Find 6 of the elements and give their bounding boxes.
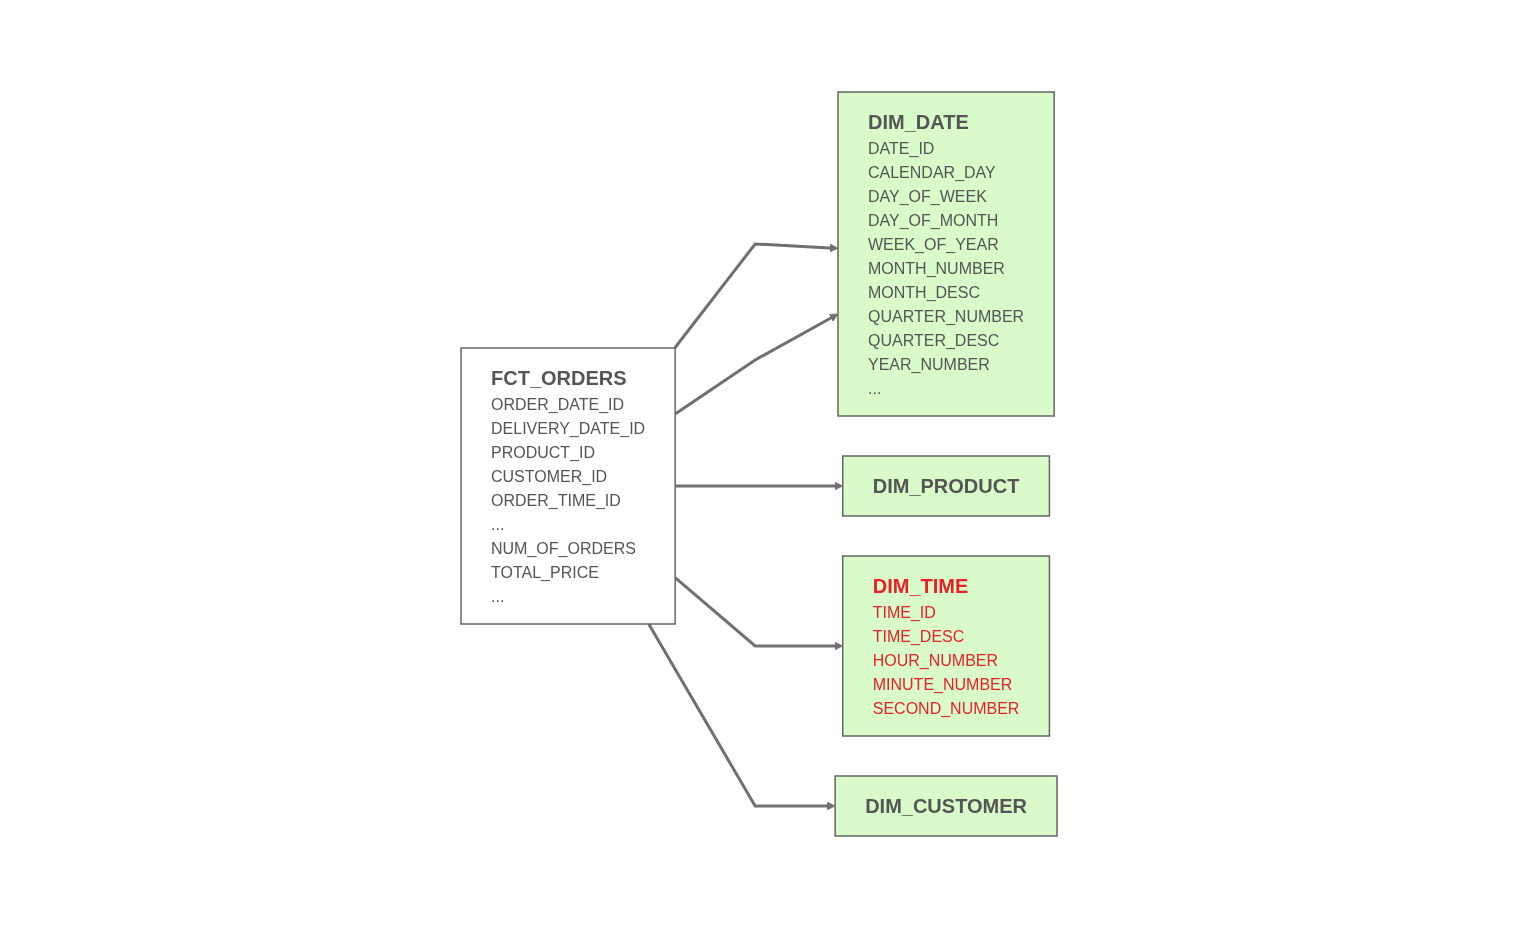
node-box: DIM_CUSTOMER: [834, 775, 1058, 837]
node-box: DIM_DATE DATE_ID CALENDAR_DAY DAY_OF_WEEK DAY_OF_MONTH WEEK_OF_YEAR MONTH_NUMBER MONTH_DESC QUARTER_NUMBER QUARTER_DESC YEAR_NUMBER ...: [837, 91, 1055, 417]
node-box: DIM_TIME TIME_ID TIME_DESC HOUR_NUMBER MINUTE_NUMBER SECOND_NUMBER: [841, 555, 1051, 737]
arrow: [647, 623, 836, 811]
node-box: DIM_PRODUCT: [842, 455, 1051, 517]
node-box: FCT_ORDERS ORDER_DATE_ID DELIVERY_DATE_ID PRODUCT_ID CUSTOMER_ID ORDER_TIME_ID ... NUM_OF_ORDERS TOTAL_PRICE ...: [460, 347, 676, 625]
